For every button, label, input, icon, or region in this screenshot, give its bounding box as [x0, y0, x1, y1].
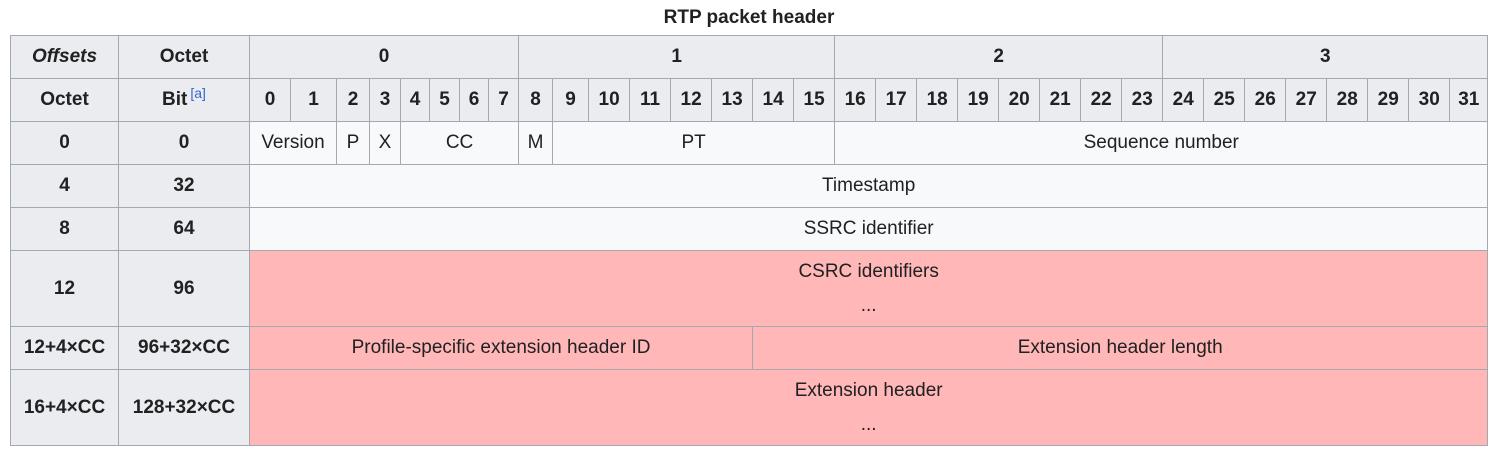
bit-header: 29: [1367, 78, 1410, 122]
bit-offset-cell: 0: [118, 121, 250, 165]
bit-header: 5: [429, 78, 460, 122]
bit-header: 4: [400, 78, 430, 122]
csrc-identifiers-field: CSRC identifiers ...: [248, 250, 1489, 327]
ellipsis: ...: [860, 294, 877, 316]
offsets-header: Offsets: [10, 35, 119, 79]
padding-field: P: [336, 121, 370, 165]
bit-header: 6: [459, 78, 489, 122]
footnote-link[interactable]: [a]: [190, 84, 206, 101]
bit-label: Bit: [162, 89, 188, 110]
bit-offset-cell: 96+32×CC: [118, 326, 250, 370]
octet-offset-cell: 0: [10, 121, 119, 165]
extension-header-id-field: Profile-specific extension header ID: [248, 326, 754, 370]
octet-offset-cell: 12+4×CC: [10, 326, 119, 370]
extension-header-field: Extension header ...: [248, 369, 1489, 446]
bit-offset-cell: 64: [118, 207, 250, 251]
octet-offset-cell: 4: [10, 164, 119, 208]
bit-header: 14: [752, 78, 795, 122]
bit-header: 31: [1449, 78, 1489, 122]
octet-offset-cell: 16+4×CC: [10, 369, 119, 446]
octet-1-header: 1: [518, 35, 836, 79]
bit-header: 11: [629, 78, 672, 122]
table-caption: RTP packet header: [663, 7, 835, 28]
csrc-count-field: CC: [399, 121, 520, 165]
octet-column-header: Octet: [118, 35, 250, 79]
bit-offset-cell: 96: [118, 250, 250, 327]
bit-offset-cell: 32: [118, 164, 250, 208]
bit-header: 0: [249, 78, 291, 122]
bit-header: 30: [1408, 78, 1451, 122]
marker-field: M: [518, 121, 554, 165]
bit-header: 16: [834, 78, 877, 122]
bit-header: 2: [336, 78, 370, 122]
bit-offset-cell: 128+32×CC: [118, 369, 250, 446]
ellipsis: ...: [860, 413, 877, 435]
bit-header: 26: [1244, 78, 1287, 122]
csrc-identifiers-label: CSRC identifiers: [798, 260, 939, 282]
payload-type-field: PT: [552, 121, 836, 165]
rtp-header-table: Offsets Octet 0 1 2 3 Octet Bit[a] 0 1 2…: [10, 35, 1489, 446]
bit-header: 7: [487, 78, 520, 122]
octet-label-header: Octet: [10, 78, 119, 122]
octet-2-header: 2: [834, 35, 1164, 79]
table-row: 12+4×CC 96+32×CC Profile-specific extens…: [10, 326, 1489, 370]
bit-header: 10: [588, 78, 631, 122]
extension-header-label: Extension header: [794, 379, 943, 401]
bit-header: 22: [1080, 78, 1123, 122]
bit-header: 25: [1203, 78, 1246, 122]
bit-header: 19: [957, 78, 1000, 122]
bit-header: 3: [369, 78, 401, 122]
sequence-number-field: Sequence number: [834, 121, 1489, 165]
bit-header: 24: [1162, 78, 1205, 122]
bit-header: 27: [1285, 78, 1328, 122]
octet-3-header: 3: [1162, 35, 1489, 79]
timestamp-field: Timestamp: [248, 164, 1489, 208]
bit-header: 8: [518, 78, 554, 122]
bit-header: 13: [711, 78, 754, 122]
bit-header: 15: [793, 78, 836, 122]
table-row: 12 96 CSRC identifiers ...: [10, 250, 1489, 327]
bit-header: 21: [1039, 78, 1082, 122]
bit-header: 20: [998, 78, 1041, 122]
version-field: Version: [249, 121, 337, 165]
bit-header: 23: [1121, 78, 1164, 122]
bit-header: 17: [875, 78, 918, 122]
bit-header: 1: [290, 78, 337, 122]
bit-header-row: Octet Bit[a] 0 1 2 3 4 5 6 7 8 9 10 11 1…: [10, 78, 1489, 122]
octet-offset-cell: 8: [10, 207, 119, 251]
table-row: 4 32 Timestamp: [10, 164, 1489, 208]
bit-header: 18: [916, 78, 959, 122]
extension-header-length-field: Extension header length: [752, 326, 1489, 370]
octet-0-header: 0: [248, 35, 520, 79]
octet-offset-cell: 12: [10, 250, 119, 327]
table-row: 0 0 Version P X CC M PT Sequence number: [10, 121, 1489, 165]
bit-header: 28: [1326, 78, 1369, 122]
bit-header: 9: [552, 78, 590, 122]
octet-header-row: Offsets Octet 0 1 2 3: [10, 35, 1489, 79]
ssrc-field: SSRC identifier: [248, 207, 1489, 251]
bit-label-header: Bit[a]: [118, 78, 250, 122]
table-row: 16+4×CC 128+32×CC Extension header ...: [10, 369, 1489, 446]
table-row: 8 64 SSRC identifier: [10, 207, 1489, 251]
bit-header: 12: [670, 78, 713, 122]
extension-field: X: [369, 121, 401, 165]
